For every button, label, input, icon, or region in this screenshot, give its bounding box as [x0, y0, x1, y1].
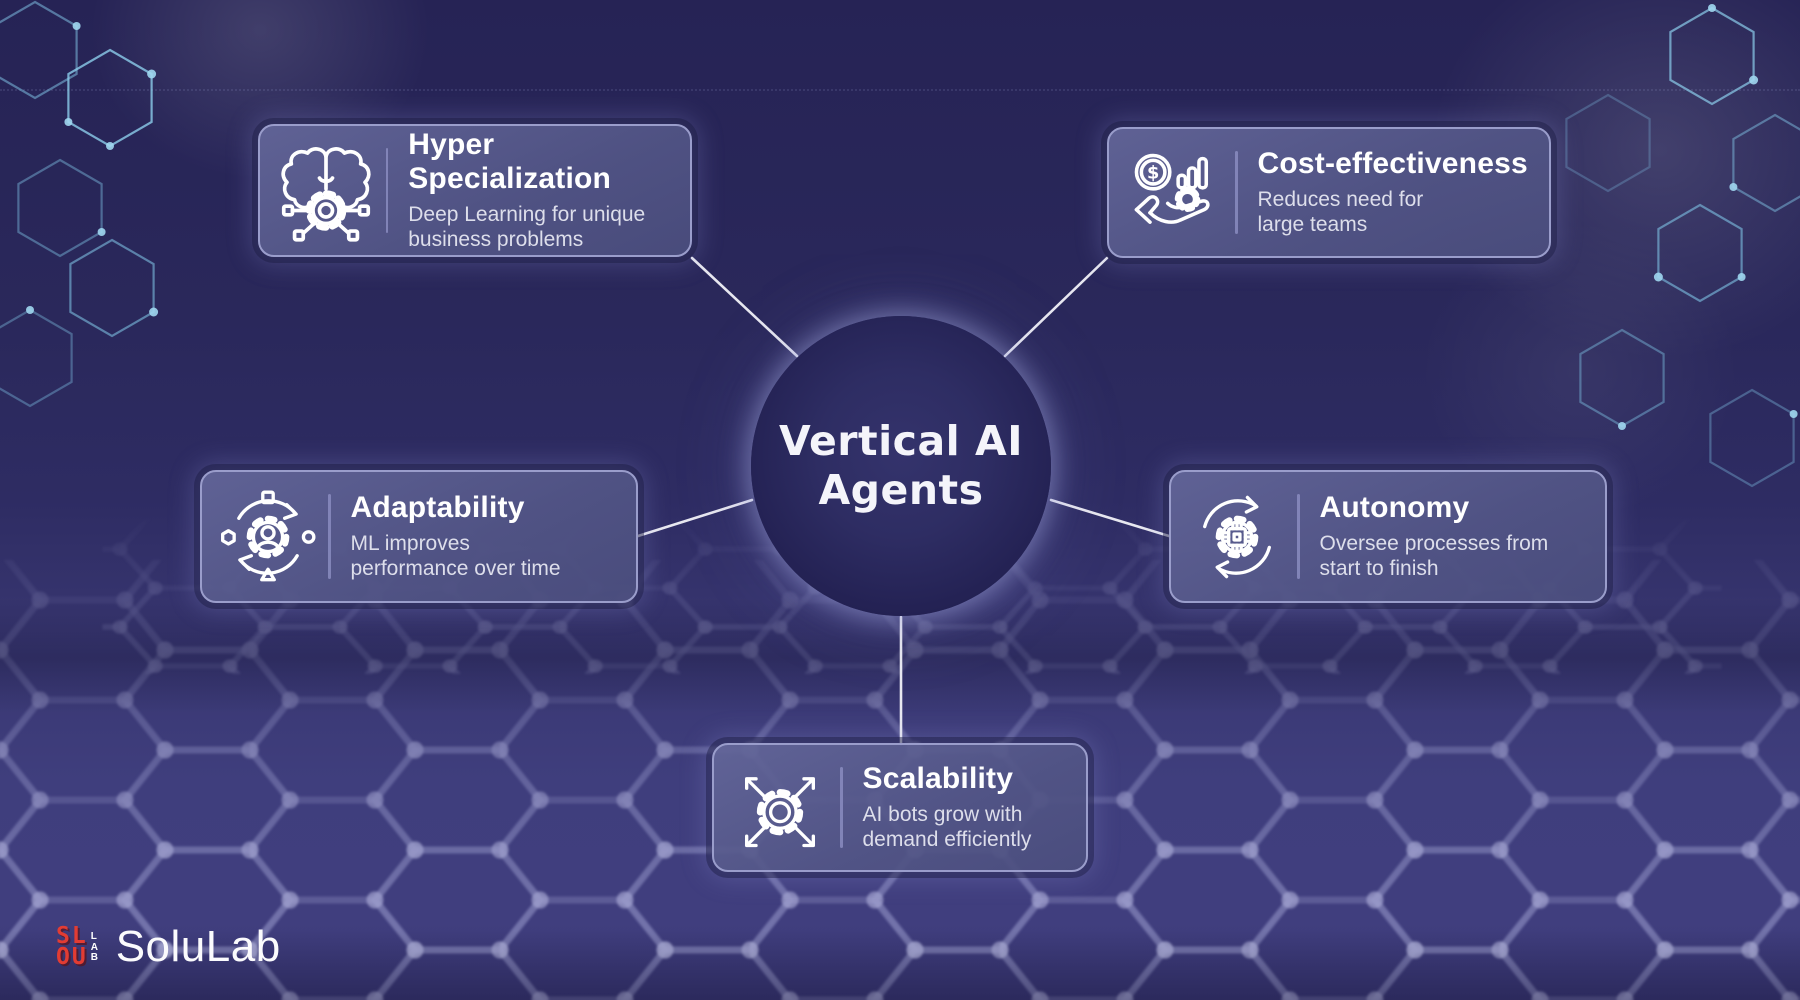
benefit-card-hyper-specialization: Hyper Specialization Deep Learning for u…: [258, 124, 692, 257]
card-title: Scalability: [862, 762, 1014, 796]
solulab-logo-lab-text: LAB: [90, 931, 98, 964]
card-title: Autonomy: [1319, 491, 1470, 525]
card-description: Oversee processes from start to finish: [1319, 532, 1549, 580]
card-divider: [840, 767, 843, 848]
person-gear-cycle-icon: [216, 487, 320, 587]
brand-logo: SL OU LAB SoluLab: [56, 922, 281, 972]
card-divider: [328, 494, 331, 579]
card-divider: [1235, 151, 1238, 234]
money-hand-icon: $: [1123, 143, 1227, 243]
central-node: Vertical AI Agents: [751, 316, 1051, 616]
card-description: ML improves performance over time: [350, 532, 561, 580]
card-title: Hyper Specialization: [408, 128, 612, 196]
benefit-card-cost-effectiveness: $ Cost-effectiveness Reduces need for la…: [1107, 127, 1551, 258]
solulab-logo-mark: SL OU: [56, 922, 88, 970]
benefit-card-autonomy: Autonomy Oversee processes from start to…: [1169, 470, 1607, 603]
bottom-shade: [0, 930, 1800, 1000]
dotted-divider-line: [0, 89, 1800, 91]
chip-gear-cycle-icon: [1185, 487, 1289, 587]
card-description: Deep Learning for unique business proble…: [408, 203, 646, 251]
central-title-line1: Vertical AI: [779, 416, 1023, 465]
central-title-line2: Agents: [818, 466, 984, 514]
molecule-cluster-right: [1565, 4, 1800, 488]
card-title: Cost-effectiveness: [1257, 147, 1528, 181]
card-divider: [1297, 494, 1300, 579]
gear-expand-arrows-icon: [728, 758, 832, 858]
card-description: AI bots grow with demand efficiently: [862, 803, 1032, 851]
benefit-card-adaptability: Adaptability ML improves performance ove…: [200, 470, 638, 603]
benefit-card-scalability: Scalability AI bots grow with demand eff…: [712, 743, 1088, 872]
molecule-cluster-left: [0, 0, 159, 408]
brand-name: SoluLab: [115, 922, 281, 971]
svg-text:$: $: [1147, 163, 1159, 183]
card-description: Reduces need for large teams: [1257, 188, 1424, 236]
brain-gear-icon: [274, 139, 378, 243]
central-title: Vertical AI Agents: [779, 417, 1023, 515]
card-divider: [386, 148, 389, 233]
card-title: Adaptability: [350, 491, 525, 525]
